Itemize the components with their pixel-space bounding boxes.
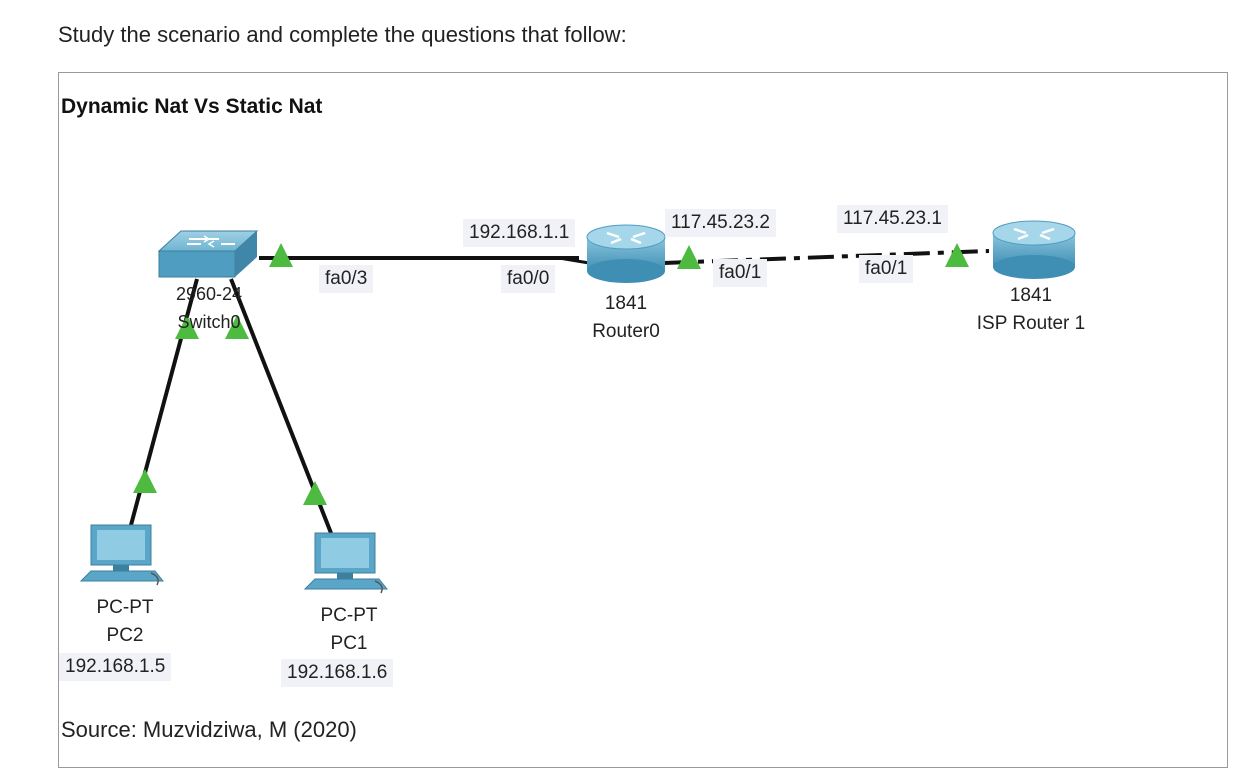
isp-fa01-label: fa0/1	[859, 255, 914, 283]
network-diagram: Dynamic Nat Vs Static Nat	[58, 72, 1228, 768]
isp-name-label: ISP Router 1	[976, 313, 1086, 334]
switch-name-label: Switch0	[177, 312, 241, 332]
router0-fa01-label: fa0/1	[713, 259, 768, 287]
link-switch-router0-end	[558, 256, 590, 265]
router0-name-label: Router0	[592, 321, 660, 342]
router0-icon	[586, 224, 666, 283]
pc1-icon	[303, 532, 389, 594]
isp-router-icon	[992, 220, 1076, 279]
pc1-name-label: PC1	[330, 633, 368, 654]
switch-model-label: 2960-24	[175, 284, 243, 304]
router0-fa00-ip-label: 192.168.1.1	[463, 219, 576, 247]
pc1-type-label: PC-PT	[320, 605, 378, 626]
pc2-ip-label: 192.168.1.5	[59, 653, 172, 681]
router0-model-label: 1841	[604, 293, 648, 314]
router0-fa00-label: fa0/0	[501, 265, 556, 293]
link-up-marker-switch-pc2	[175, 315, 199, 339]
instruction-text: Study the scenario and complete the ques…	[58, 22, 627, 47]
isp-model-label: 1841	[1009, 285, 1053, 306]
switch-icon	[157, 230, 259, 278]
router0-fa01-ip-label: 117.45.23.2	[665, 209, 776, 237]
pc2-name-label: PC2	[106, 625, 144, 646]
link-up-marker-isp-fa01	[945, 243, 969, 267]
topology-canvas	[79, 220, 1076, 594]
pc2-icon	[79, 524, 165, 586]
link-up-marker-router0-fa01	[677, 245, 701, 269]
link-up-marker-pc1	[303, 481, 327, 505]
pc2-type-label: PC-PT	[96, 597, 154, 618]
link-up-marker-switch-fa03	[269, 243, 293, 267]
diagram-title: Dynamic Nat Vs Static Nat	[61, 95, 323, 118]
link-up-marker-pc2	[133, 469, 157, 493]
isp-fa01-ip-label: 117.45.23.1	[837, 205, 948, 233]
link-up-marker-switch-pc1	[225, 315, 249, 339]
source-citation: Source: Muzvidziwa, M (2020)	[61, 717, 357, 742]
switch-fa03-label: fa0/3	[319, 265, 374, 293]
pc1-ip-label: 192.168.1.6	[281, 659, 394, 687]
